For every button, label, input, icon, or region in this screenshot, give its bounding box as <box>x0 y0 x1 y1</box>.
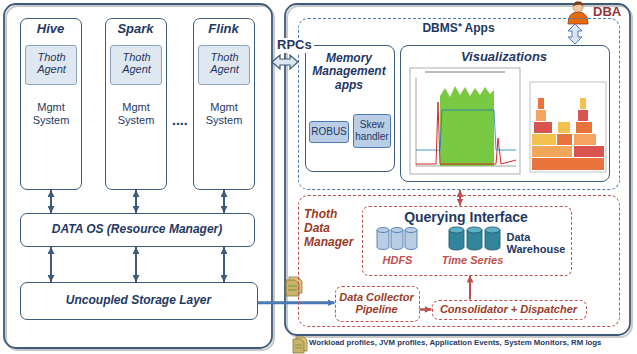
system-box: HiveMgmt System Thoth Agent <box>20 18 82 190</box>
agent-box: Thoth Agent <box>110 45 162 85</box>
store-label: HDFS <box>368 254 428 267</box>
actor-label: DBA <box>593 5 621 20</box>
store-label: Data Warehouse <box>507 231 569 256</box>
connector-arrow <box>135 190 137 213</box>
system-part: Mgmt System <box>26 101 76 126</box>
panel-shadow <box>6 6 274 350</box>
legend-text: Workload profiles, JVM profiles, Applica… <box>309 339 633 348</box>
data-manager-region: Thoth Data ManagerQuerying InterfaceHDFS… <box>298 195 620 327</box>
panel-shadow <box>287 6 632 337</box>
timeline-chart <box>410 68 520 174</box>
query-box: Querying InterfaceHDFS Time SeriesData Wa… <box>362 206 572 276</box>
thoth-panel <box>285 4 630 335</box>
document-icon <box>286 277 302 296</box>
connector-arrow <box>420 308 432 311</box>
box-label: Thoth Data Manager <box>304 208 358 249</box>
connector-arrow <box>50 190 52 213</box>
box-label: Data Collector Pipeline <box>338 291 416 316</box>
app-box: Memory Management appsROBUS Skew handler <box>305 45 395 172</box>
rpc-arrow <box>272 55 298 69</box>
ellipsis: .... <box>172 112 188 128</box>
connector-arrow <box>459 190 461 206</box>
agent-box: Thoth Agent <box>198 45 250 85</box>
store-label: Time Series <box>433 254 513 267</box>
box-label: Thoth Agent <box>114 51 160 76</box>
flame-chart <box>530 82 606 172</box>
connector-arrow <box>223 247 225 282</box>
box-label: Uncoupled Storage Layer <box>21 294 256 308</box>
agent-box: Thoth Agent <box>25 45 77 85</box>
connector-arrow <box>135 247 137 282</box>
system-part: Mgmt System <box>111 101 161 126</box>
cluster-panel <box>4 4 272 348</box>
system-part: Mgmt System <box>199 101 249 126</box>
resource-manager-box: DATA OS (Resource Manager) <box>20 213 255 247</box>
box-label: ROBUS <box>310 126 348 138</box>
system-box: FlinkMgmt System Thoth Agent <box>193 18 255 190</box>
box-label: DBMS⁺ Apps <box>299 22 618 36</box>
system-name: Flink <box>194 22 253 37</box>
box-title: Querying Interface <box>363 209 570 225</box>
connector-arrow <box>50 247 52 282</box>
box-label: Thoth Agent <box>29 51 75 76</box>
storage-box: Uncoupled Storage Layer <box>20 282 258 320</box>
connector-arrow <box>469 276 471 300</box>
system-name: Spark <box>106 22 165 37</box>
connector-label: RPCs <box>275 38 314 53</box>
app-module-box: Skew handler <box>353 114 391 148</box>
box-label: DATA OS (Resource Manager) <box>21 223 253 237</box>
box-label: Visualizations <box>401 50 608 65</box>
pipeline-box: Consolidator + Dispatcher <box>432 300 587 320</box>
box-label: Skew handler <box>354 119 390 142</box>
hdfs-cylinders <box>377 228 417 250</box>
pipeline-box: Data Collector Pipeline <box>335 286 420 322</box>
dba-icon <box>568 1 588 24</box>
timeseries-cylinders <box>449 227 500 250</box>
system-box: SparkMgmt System Thoth Agent <box>105 18 167 190</box>
system-name: Hive <box>21 22 80 37</box>
apps-region: DBMS⁺ AppsMemory Management appsROBUS Ske… <box>298 18 620 190</box>
legend-icon <box>293 337 307 353</box>
dba-arrow <box>568 24 582 44</box>
connector-arrow <box>223 190 225 213</box>
connector-arrow <box>258 301 335 304</box>
box-label: Thoth Agent <box>202 51 248 76</box>
box-label: Memory Management apps <box>308 52 391 93</box>
box-label: Consolidator + Dispatcher <box>433 303 585 316</box>
app-module-box: ROBUS <box>309 121 349 143</box>
app-box: Visualizations <box>400 45 610 182</box>
